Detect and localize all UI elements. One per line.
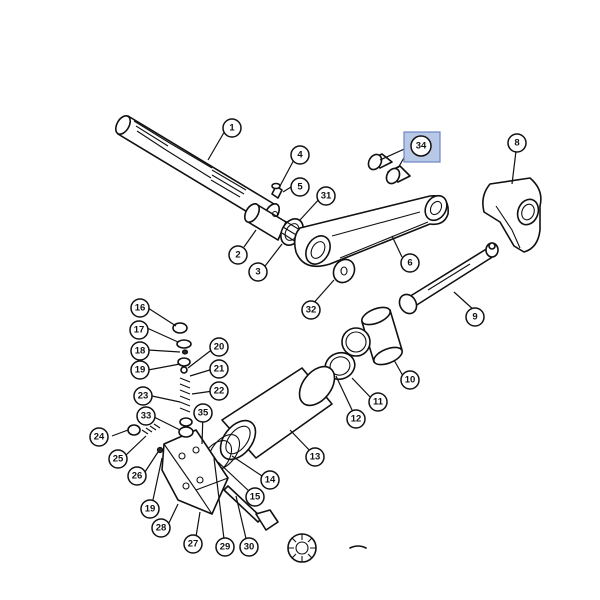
svg-text:15: 15 (250, 492, 261, 503)
svg-text:1: 1 (229, 123, 235, 134)
svg-text:22: 22 (214, 386, 225, 397)
callout-10[interactable]: 10 (400, 370, 420, 390)
callout-9[interactable]: 9 (465, 307, 485, 327)
svg-text:26: 26 (132, 471, 143, 482)
callout-11[interactable]: 11 (368, 392, 388, 412)
svg-text:31: 31 (321, 191, 332, 202)
callout-13[interactable]: 13 (305, 447, 325, 467)
callout-28[interactable]: 28 (151, 518, 171, 538)
callout-18[interactable]: 18 (130, 341, 150, 361)
callout-20[interactable]: 20 (209, 337, 229, 357)
callout-24[interactable]: 24 (89, 427, 109, 447)
callout-29[interactable]: 29 (215, 537, 235, 557)
callout-23[interactable]: 23 (133, 386, 153, 406)
relief-valve-stack-part (172, 322, 194, 438)
callout-1[interactable]: 1 (222, 118, 242, 138)
callout-17[interactable]: 17 (129, 320, 149, 340)
svg-text:19: 19 (135, 365, 146, 376)
callout-6[interactable]: 6 (400, 253, 420, 273)
callout-35[interactable]: 35 (193, 403, 213, 423)
callout-22[interactable]: 22 (209, 381, 229, 401)
svg-text:34: 34 (416, 141, 427, 152)
bushing-pair-part (367, 153, 411, 185)
svg-text:4: 4 (297, 150, 303, 161)
callout-30[interactable]: 30 (239, 537, 259, 557)
svg-text:20: 20 (214, 342, 225, 353)
callout-12[interactable]: 12 (346, 409, 366, 429)
callout-2[interactable]: 2 (228, 245, 248, 265)
svg-text:13: 13 (310, 452, 321, 463)
callout-26[interactable]: 26 (127, 466, 147, 486)
collar-part (243, 203, 287, 241)
svg-text:16: 16 (135, 303, 146, 314)
svg-text:9: 9 (472, 312, 477, 323)
end-block-part (482, 177, 542, 253)
bolt-part (223, 485, 279, 531)
svg-text:23: 23 (138, 391, 149, 402)
callout-16[interactable]: 16 (130, 298, 150, 318)
callout-34[interactable]: 34 (410, 135, 432, 157)
set-screw-part (271, 182, 283, 199)
callout-8[interactable]: 8 (507, 133, 527, 153)
svg-text:17: 17 (134, 325, 145, 336)
svg-text:29: 29 (220, 542, 231, 553)
svg-text:3: 3 (255, 267, 260, 278)
svg-text:21: 21 (214, 364, 225, 375)
svg-text:27: 27 (188, 539, 199, 550)
svg-text:8: 8 (514, 138, 519, 149)
svg-text:33: 33 (141, 411, 152, 422)
svg-text:28: 28 (156, 523, 167, 534)
svg-text:14: 14 (265, 475, 276, 486)
lever-arm-part (293, 194, 449, 268)
washer-part (332, 258, 356, 284)
plug-spring-ball-part (127, 423, 164, 454)
svg-text:24: 24 (94, 432, 105, 443)
gear-fragment-part (287, 533, 317, 563)
piston-part (341, 306, 403, 366)
svg-text:19: 19 (145, 504, 156, 515)
callout-19-lower[interactable]: 19 (140, 499, 160, 519)
callout-25[interactable]: 25 (108, 449, 128, 469)
callout-15[interactable]: 15 (245, 487, 265, 507)
svg-text:35: 35 (198, 408, 209, 419)
svg-text:32: 32 (306, 305, 317, 316)
valve-body-part (161, 429, 229, 515)
bottom-fragment-part (349, 545, 367, 549)
svg-text:25: 25 (113, 454, 124, 465)
splined-shaft-part (114, 115, 281, 223)
svg-text:12: 12 (351, 414, 362, 425)
callouts: 1 2 3 4 5 6 8 9 10 11 12 13 14 15 16 17 … (89, 118, 527, 557)
svg-text:2: 2 (235, 250, 240, 261)
callout-21[interactable]: 21 (209, 359, 229, 379)
svg-text:30: 30 (244, 542, 255, 553)
svg-text:6: 6 (407, 258, 412, 269)
callout-5[interactable]: 5 (290, 177, 310, 197)
callout-14[interactable]: 14 (260, 470, 280, 490)
svg-text:18: 18 (135, 346, 146, 357)
svg-text:11: 11 (373, 397, 384, 408)
callout-3[interactable]: 3 (248, 262, 268, 282)
svg-text:5: 5 (297, 182, 303, 193)
cylinder-tube-part (219, 365, 336, 461)
callout-27[interactable]: 27 (183, 534, 203, 554)
callout-31[interactable]: 31 (316, 186, 336, 206)
piston-rod-part (398, 242, 499, 315)
callout-19[interactable]: 19 (130, 360, 150, 380)
callout-4[interactable]: 4 (290, 145, 310, 165)
callout-32[interactable]: 32 (301, 300, 321, 320)
svg-text:10: 10 (405, 375, 416, 386)
callout-33[interactable]: 33 (136, 406, 156, 426)
